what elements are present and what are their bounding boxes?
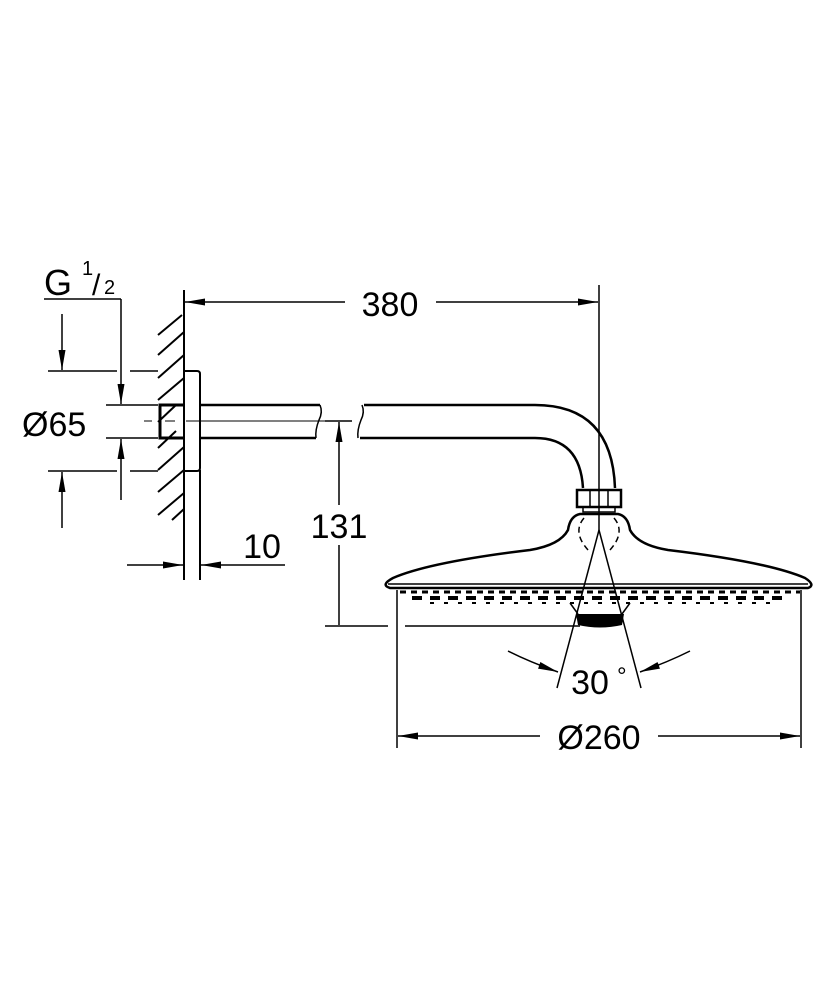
dimension-flange-diameter: Ø65	[22, 314, 158, 528]
flange-diameter-label: Ø65	[22, 406, 86, 444]
thread-label-slash: /	[92, 269, 101, 302]
wall-hatching	[157, 314, 185, 521]
shower-arm	[144, 403, 617, 489]
spray-angle-label: 30	[571, 664, 609, 702]
dimension-flange-depth: 10	[127, 528, 285, 569]
thread-label-denominator: 2	[104, 277, 115, 299]
dimension-spray-angle: 30 °	[507, 650, 691, 702]
dimension-arm-length: 380	[185, 286, 598, 324]
arm-length-label: 380	[362, 286, 419, 324]
wall-flange	[158, 370, 201, 580]
thread-label-numerator: 1	[82, 258, 93, 280]
thread-label-main: G	[44, 262, 72, 303]
dimension-thread: G 1 / 2	[44, 258, 125, 500]
drop-height-label: 131	[311, 508, 368, 546]
degree-symbol: °	[617, 663, 627, 690]
flange-depth-label: 10	[243, 528, 281, 566]
wall	[157, 290, 185, 580]
dimension-head-diameter: Ø260	[396, 590, 802, 757]
head-diameter-label: Ø260	[557, 719, 640, 757]
dimension-drop-height: 131	[311, 420, 580, 627]
spray-cone-lines	[556, 285, 642, 689]
